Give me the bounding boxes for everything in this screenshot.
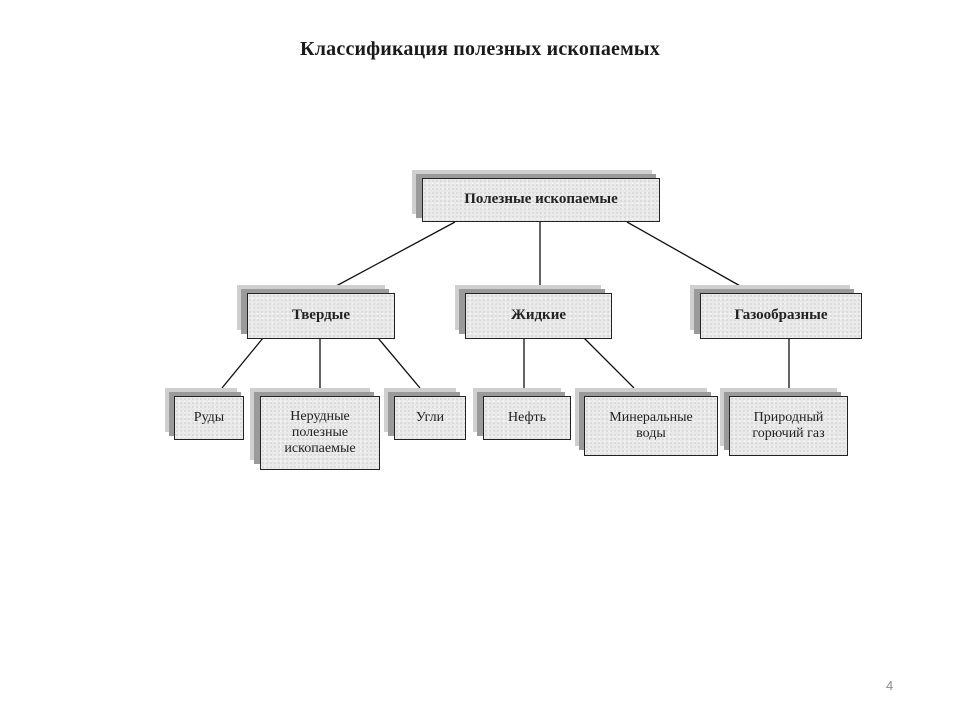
node-category-liquid-label: Жидкие [465, 293, 612, 339]
node-leaf-ores-label: Руды [174, 396, 244, 440]
node-leaf-mineral-water-label: Минеральные воды [584, 396, 718, 456]
node-category-gas-label: Газообразные [700, 293, 862, 339]
node-root-label: Полезные ископаемые [422, 178, 660, 222]
node-category-solid: Твердые [237, 285, 397, 341]
node-leaf-ores: Руды [165, 388, 245, 444]
node-leaf-nonmetallic: Нерудные полезные ископаемые [250, 388, 382, 473]
node-leaf-nonmetallic-label: Нерудные полезные ископаемые [260, 396, 380, 470]
node-category-gas: Газообразные [690, 285, 865, 341]
slide-title: Классификация полезных ископаемых [300, 38, 660, 60]
node-leaf-coal-label: Угли [394, 396, 466, 440]
node-root: Полезные ископаемые [412, 170, 662, 225]
node-category-liquid: Жидкие [455, 285, 615, 341]
node-leaf-coal: Угли [384, 388, 469, 444]
node-leaf-oil-label: Нефть [483, 396, 571, 440]
node-leaf-natural-gas-label: Природный горючий газ [729, 396, 848, 456]
link-root-solid [324, 221, 456, 293]
node-leaf-mineral-water: Минеральные воды [575, 388, 720, 458]
node-leaf-oil: Нефть [473, 388, 573, 444]
link-solid-coal [377, 337, 421, 389]
link-solid-ores [221, 337, 264, 389]
node-category-solid-label: Твердые [247, 293, 395, 339]
page-number: 4 [886, 678, 894, 693]
node-leaf-natural-gas: Природный горючий газ [720, 388, 850, 458]
link-liquid-water [583, 337, 635, 389]
link-root-gas [626, 221, 743, 288]
